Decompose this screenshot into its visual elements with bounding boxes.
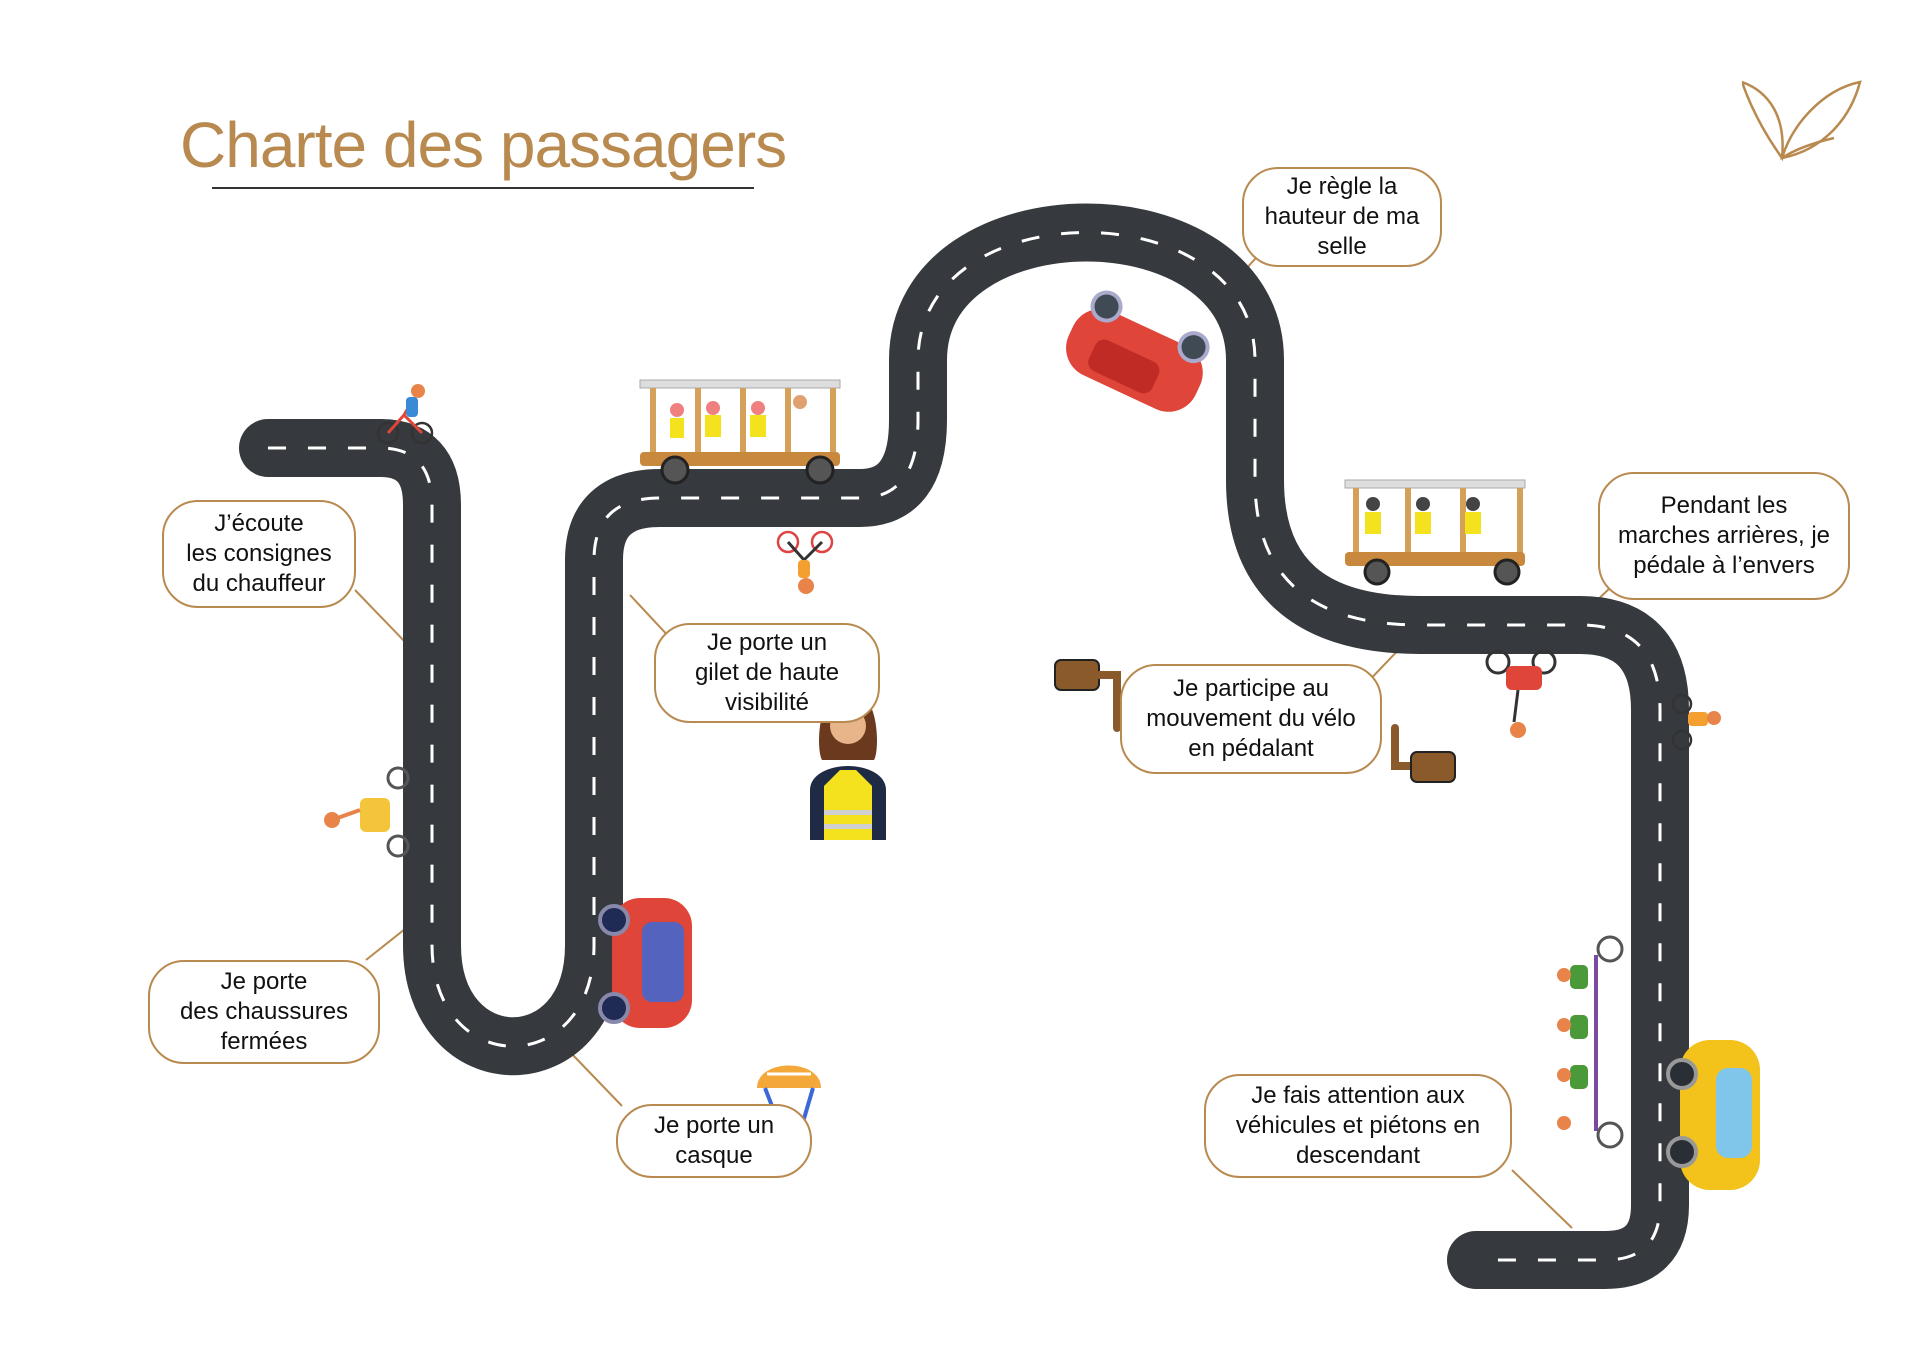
rule-bubble-pedalant: Je participe au mouvement du vélo en péd… <box>1120 664 1382 774</box>
rule-bubble-gilet: Je porte un gilet de haute visibilité <box>654 623 880 723</box>
road-center-line <box>268 231 1662 1262</box>
helmet-icon <box>757 1065 821 1127</box>
red-car-icon <box>598 898 692 1028</box>
yellow-car-icon <box>1666 1040 1760 1190</box>
title-underline <box>212 187 754 189</box>
pedal-bus-icon <box>1344 479 1526 586</box>
cyclist-icon <box>776 530 834 594</box>
cyclist-icon <box>324 766 410 858</box>
leaf-logo-icon <box>1742 80 1862 162</box>
red-car-icon <box>1066 290 1210 412</box>
vest-woman-icon <box>810 696 886 840</box>
rule-bubble-chaussures: Je porte des chaussures fermées <box>148 960 380 1064</box>
rule-bubble-attention: Je fais attention aux véhicules et piéto… <box>1204 1074 1512 1178</box>
cyclist-icon <box>1671 693 1721 751</box>
cyclist-icon <box>1485 649 1557 738</box>
cyclist-icon <box>376 384 434 445</box>
pedal-bus-icon <box>639 379 841 485</box>
rule-bubble-casque: Je porte un casque <box>616 1104 812 1178</box>
pedal-crank-icon <box>1054 659 1456 783</box>
rule-bubble-marches: Pendant les marches arrières, je pédale … <box>1598 472 1850 600</box>
tandem-bike-icon <box>1557 935 1624 1149</box>
rule-bubble-consignes: J’écoute les consignes du chauffeur <box>162 500 356 608</box>
rule-bubble-selle: Je règle la hauteur de ma selle <box>1242 167 1442 267</box>
page-title: Charte des passagers <box>180 109 787 181</box>
